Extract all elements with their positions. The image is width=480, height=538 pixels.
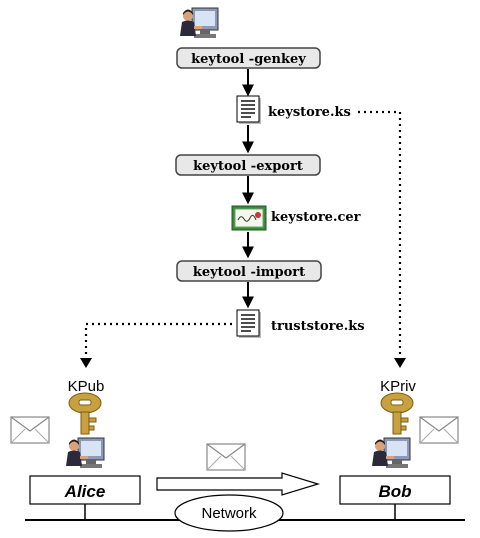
truststore-ks-label: truststore.ks [271,319,365,334]
dotted-line-keystore-to-bob [358,110,402,364]
genkey-command-box: keytool -genkey [176,47,321,69]
keystore-cer-label: keystore.cer [271,210,361,225]
private-key-icon [380,392,414,435]
import-command-box: keytool -import [176,260,322,282]
public-key-label: KPub [68,378,105,395]
certificate-icon [231,205,267,231]
private-key-label: KPriv [380,378,416,395]
bob-user-icon [371,437,411,469]
dotted-arrowhead-bob [394,358,406,368]
export-command-label: keytool -export [193,159,303,174]
truststore-ks-document-icon [236,309,262,339]
bob-label: Bob [378,482,411,501]
bob-box: Bob [339,475,451,505]
keystore-ks-label: keystore.ks [268,105,351,120]
network-envelope-icon [206,443,246,471]
bob-envelope-icon [419,416,459,444]
alice-envelope-icon [10,416,50,444]
dotted-line-truststore-to-alice [84,322,232,364]
public-key-icon [68,392,102,435]
keystore-ks-document-icon [236,95,262,125]
alice-user-icon [65,437,105,469]
export-command-box: keytool -export [175,154,321,176]
user-icon [179,7,219,39]
alice-box: Alice [29,475,141,505]
genkey-command-label: keytool -genkey [191,52,306,67]
alice-label: Alice [64,482,106,501]
network-transfer-arrow [156,472,321,496]
network-node: Network [174,494,284,532]
network-label: Network [201,505,257,522]
import-command-label: keytool -import [193,265,305,280]
dotted-arrowhead-alice [80,358,92,368]
